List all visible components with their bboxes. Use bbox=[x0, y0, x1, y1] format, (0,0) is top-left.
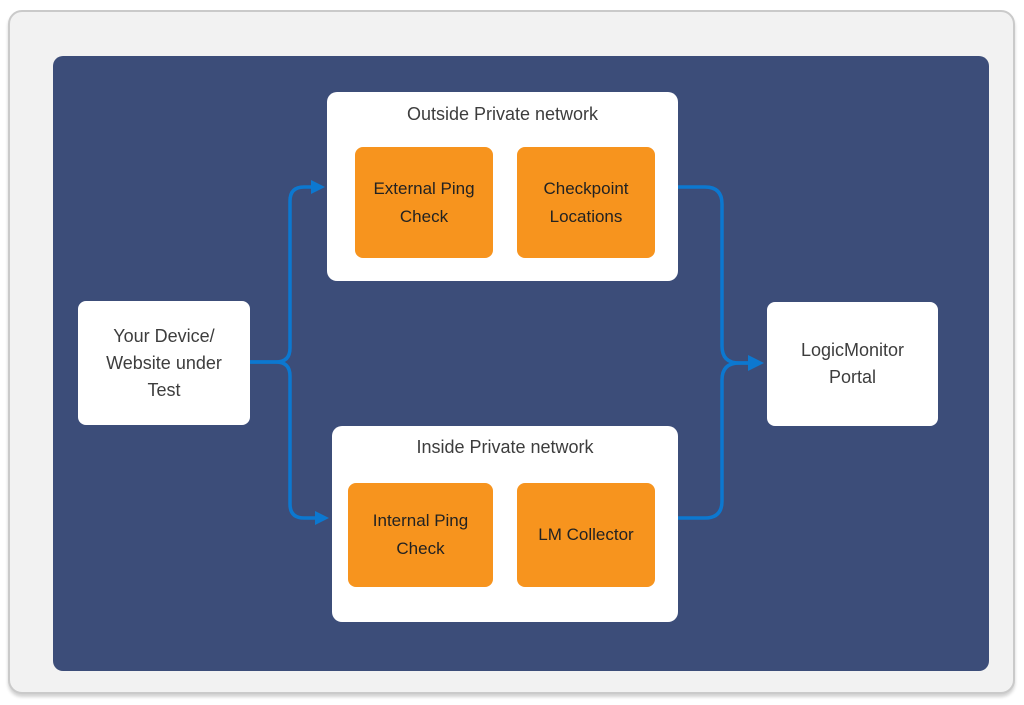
node-label-line: External Ping bbox=[373, 178, 475, 198]
node-label-line: Check bbox=[396, 539, 445, 558]
node-internal-ping-check: Internal Ping Check bbox=[348, 483, 493, 587]
node-label-line: Internal Ping bbox=[372, 511, 469, 530]
node-external-ping-check: External Ping Check bbox=[355, 147, 493, 258]
group-title: Outside Private network bbox=[406, 104, 599, 124]
node-label-line: Portal bbox=[828, 367, 877, 387]
group-outside-private-network: Outside Private network External Ping Ch… bbox=[327, 92, 678, 281]
node-label-line: LogicMonitor bbox=[800, 340, 905, 360]
group-title: Inside Private network bbox=[416, 437, 594, 457]
node-logicmonitor-portal: LogicMonitor Portal bbox=[767, 302, 938, 426]
node-label-line: Locations bbox=[549, 206, 623, 226]
node-lm-collector: LM Collector bbox=[517, 483, 655, 587]
node-label-line: Your Device/ bbox=[113, 325, 215, 346]
node-label-line: Test bbox=[147, 379, 181, 400]
node-checkpoint-locations: Checkpoint Locations bbox=[517, 147, 655, 258]
node-label-line: Website under bbox=[106, 352, 222, 373]
node-label-line: Check bbox=[399, 206, 449, 226]
group-inside-private-network: Inside Private network Internal Ping Che… bbox=[332, 426, 678, 622]
node-your-device: Your Device/ Website under Test bbox=[78, 301, 250, 425]
node-label-line: Checkpoint bbox=[543, 178, 629, 198]
node-label-line: LM Collector bbox=[538, 525, 634, 544]
